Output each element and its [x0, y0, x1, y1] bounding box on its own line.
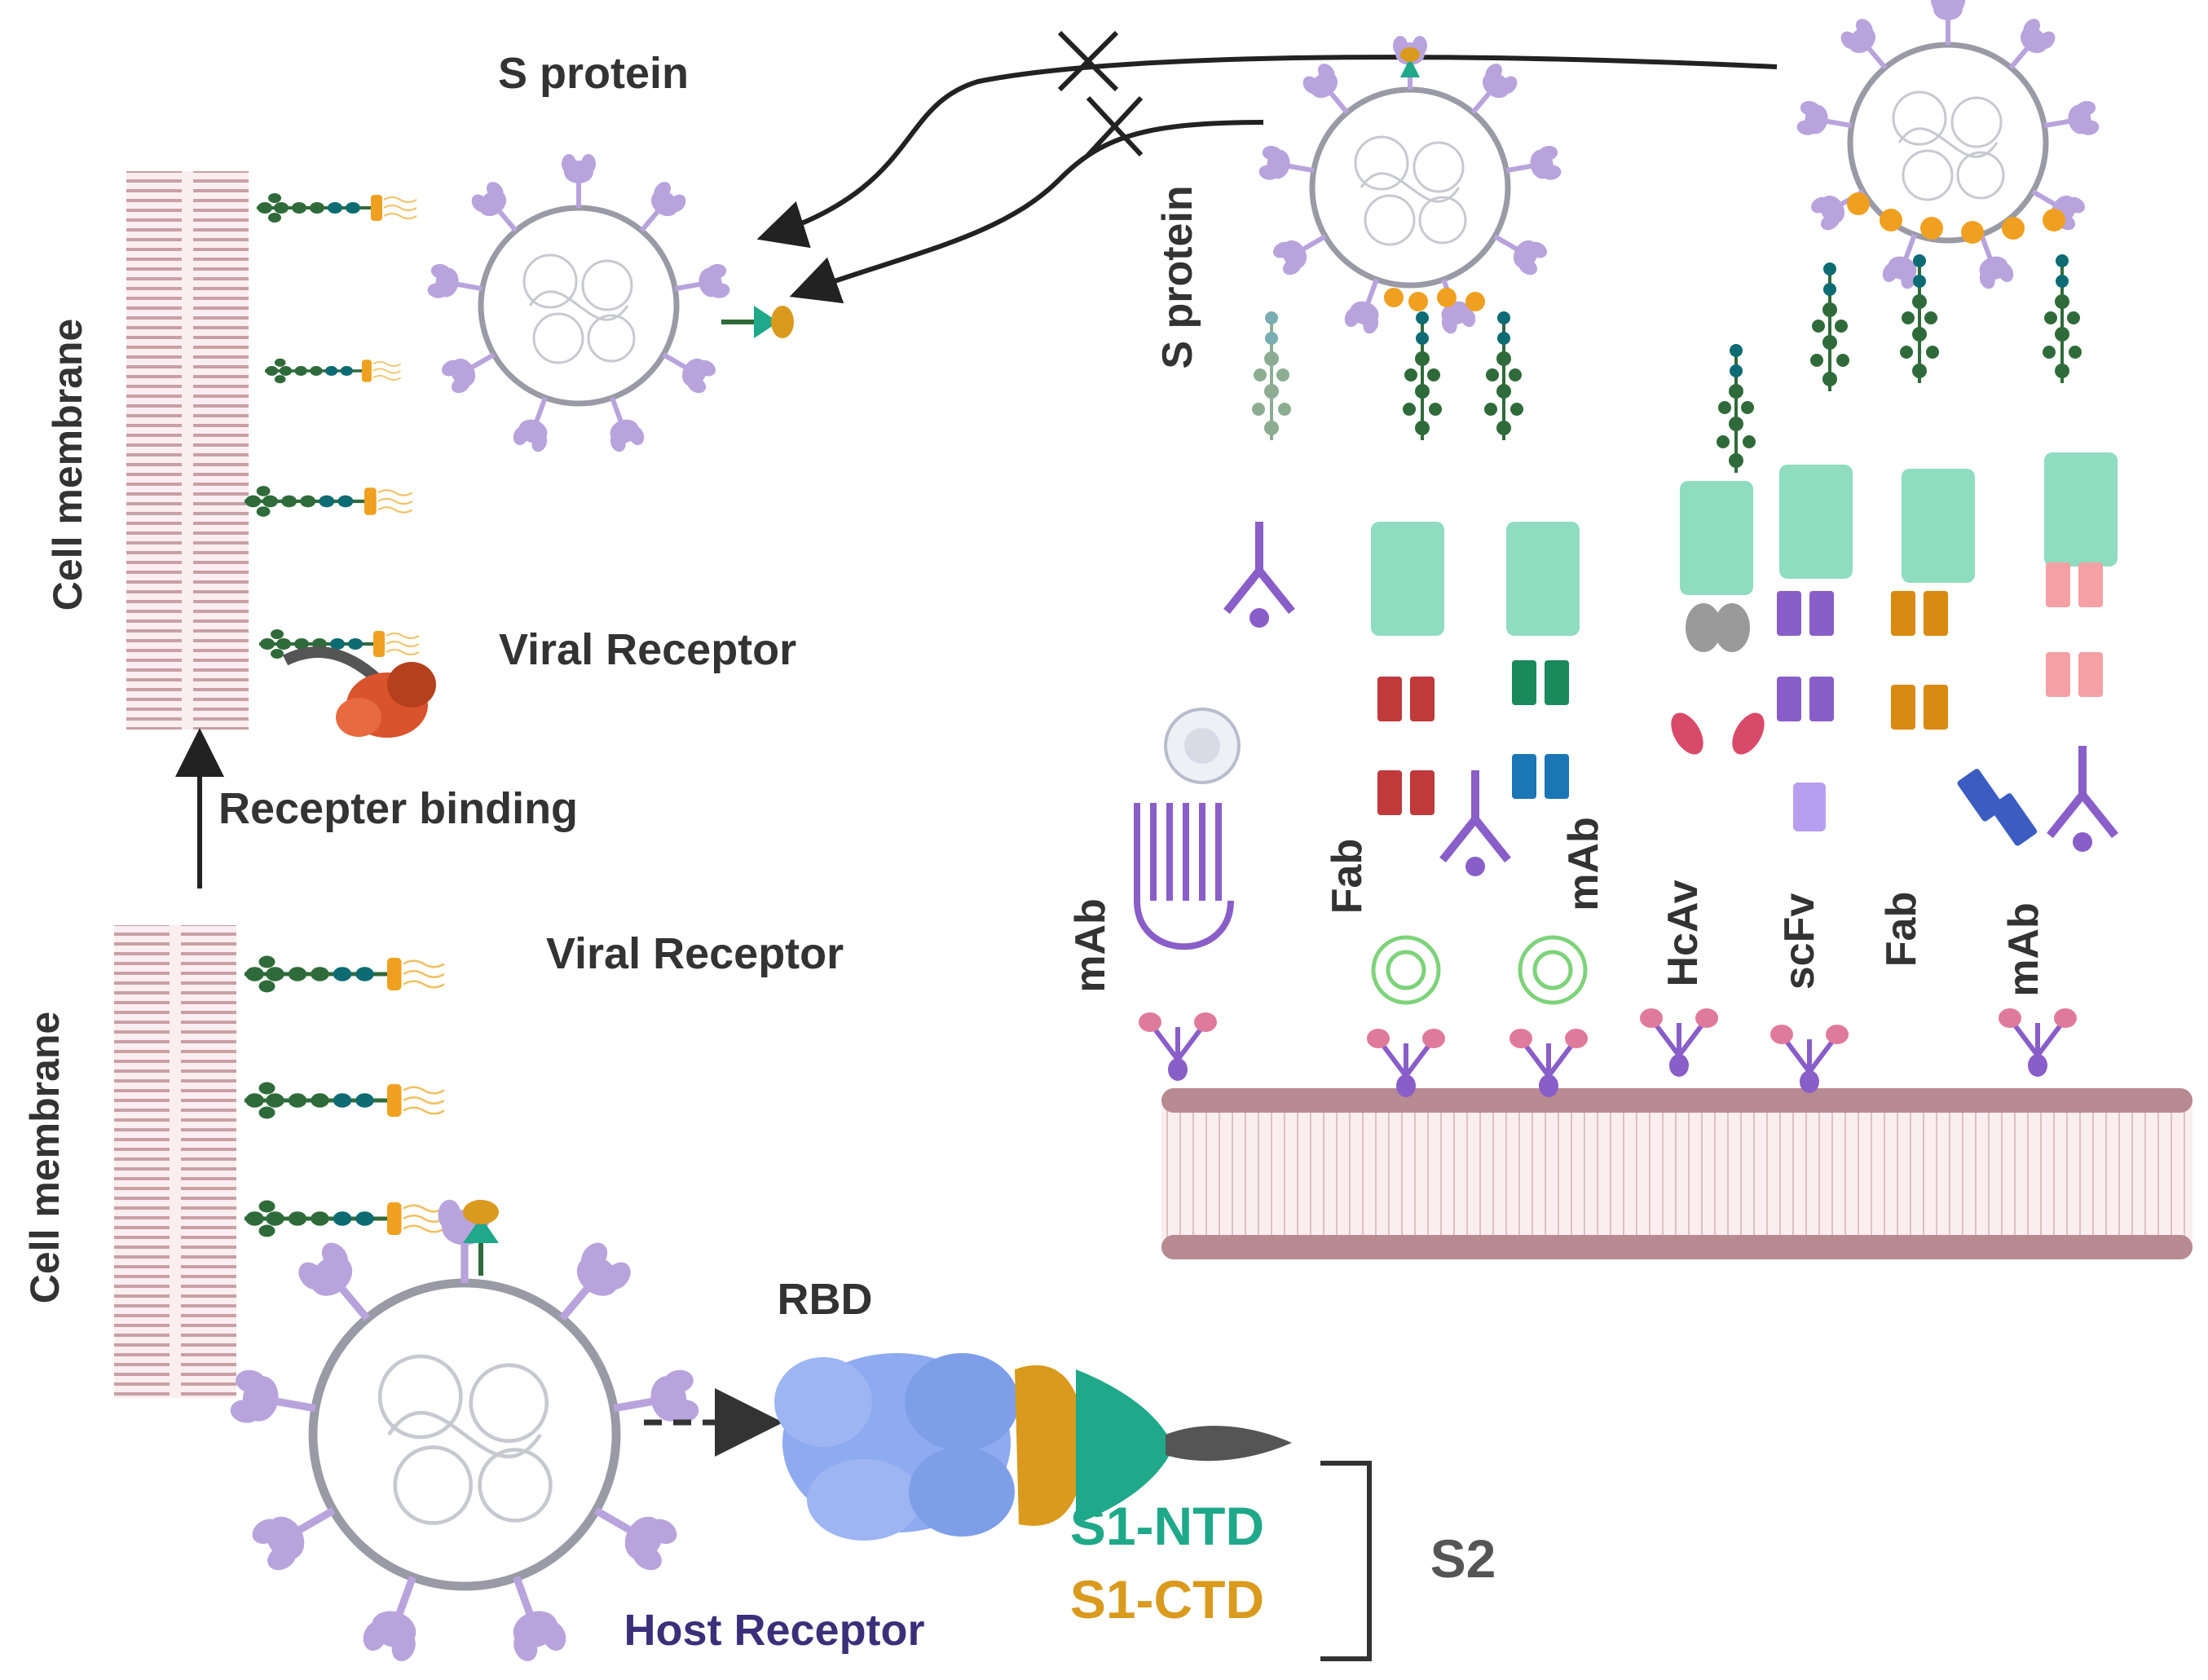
antibody-label-fab-2: Fab	[1878, 892, 1925, 967]
surface-receptors	[1139, 1008, 2077, 1097]
rbd-label: RBD	[778, 1275, 873, 1324]
s-protein-vertical-label: S protein	[1154, 185, 1201, 368]
cell-membrane-bottom	[114, 925, 236, 1398]
virus-bottom	[228, 1200, 700, 1665]
cell-membrane-bottom-label: Cell membrane	[22, 1012, 68, 1303]
y-antibodies	[1227, 522, 2115, 876]
antibody-label-hcav: HcAv	[1659, 880, 1707, 986]
virus-right-1	[1258, 36, 1562, 336]
antibody-label-mab-3: mAb	[2000, 902, 2047, 997]
antibody-domains	[1377, 562, 2103, 846]
s1-ctd-label: S1-CTD	[1070, 1569, 1264, 1629]
s1-ntd-label: S1-NTD	[1070, 1496, 1264, 1556]
cell-membrane-top	[126, 171, 249, 730]
blocked-binding-arrows	[756, 30, 1778, 304]
s2-label: S2	[1430, 1528, 1496, 1589]
antibody-label-mab-2: mAb	[1560, 817, 1607, 911]
fab-domains	[1371, 452, 2118, 636]
s-protein-top-label: S protein	[498, 49, 689, 98]
antibody-label-scfv: scFv	[1776, 893, 1823, 990]
cell-membrane-right	[1161, 1088, 2193, 1259]
viral-receptor-bottom-label: Viral Receptor	[546, 929, 844, 978]
virus-top	[426, 154, 794, 454]
rbd-complex	[774, 1353, 1292, 1541]
cell-membrane-top-label: Cell membrane	[45, 319, 90, 611]
antibody-label-mab-1: mAb	[1067, 898, 1114, 993]
viral-receptor-glycans-bottom	[245, 956, 444, 1237]
green-ring-proteins	[1371, 935, 1588, 1005]
block-cross-icon	[1057, 30, 1144, 157]
viral-receptor-protein	[282, 646, 436, 738]
s2-bracket	[1320, 1461, 1372, 1661]
viral-receptor-top-label: Viral Receptor	[499, 625, 796, 674]
mab-coil-receptor	[1134, 708, 1241, 950]
antibody-format-labels: mAb Fab mAb HcAv scFv Fab mAb	[1067, 817, 2047, 997]
viral-receptor-glycans-top	[245, 192, 421, 660]
host-receptor-label: Host Receptor	[624, 1606, 924, 1655]
virus-right-2	[1796, 0, 2100, 291]
receptor-binding-label: Recepter binding	[218, 784, 578, 833]
antibody-label-fab-1: Fab	[1324, 839, 1371, 914]
